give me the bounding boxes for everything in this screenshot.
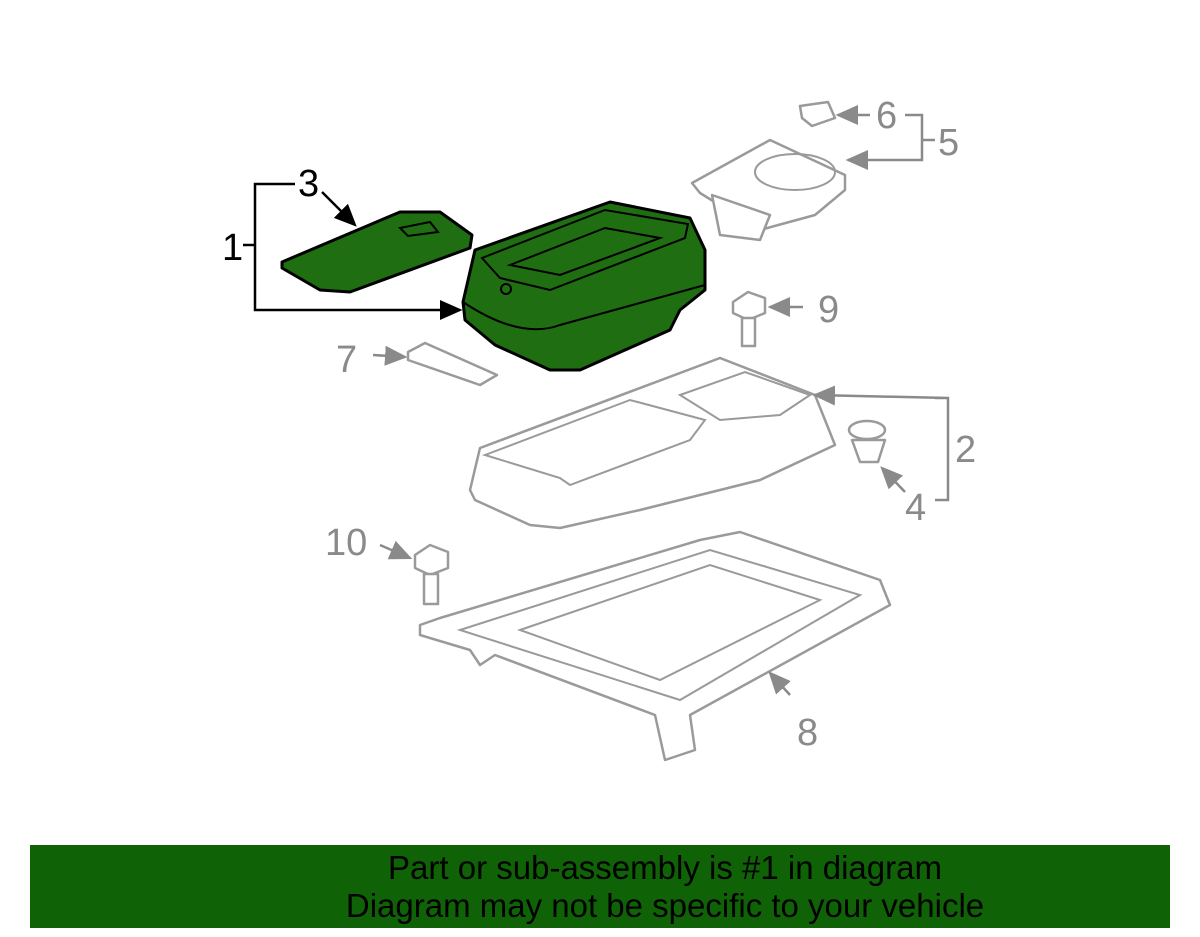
leader-3 <box>321 191 357 227</box>
leader-1 <box>253 182 463 320</box>
callout-6: 6 <box>876 95 897 137</box>
part-2-console-base[interactable] <box>468 356 837 530</box>
banner-line-1: Part or sub-assembly is #1 in diagram <box>388 849 942 886</box>
part-9-bolt[interactable] <box>731 290 767 348</box>
part-5-cupholder[interactable] <box>690 138 847 242</box>
leader-8 <box>768 671 791 696</box>
callout-7: 7 <box>336 339 357 381</box>
callout-4: 4 <box>905 487 926 529</box>
callout-9: 9 <box>818 289 839 331</box>
info-banner: Part or sub-assembly is #1 in diagram Di… <box>30 845 1170 928</box>
callout-1: 1 <box>222 227 243 269</box>
part-8-bracket[interactable] <box>418 530 892 762</box>
leader-2 <box>815 395 950 502</box>
leader-10 <box>379 540 413 560</box>
callout-3: 3 <box>298 163 319 205</box>
leader-4 <box>880 466 906 493</box>
leader-7 <box>372 345 408 366</box>
parts-diagram: 1 2 3 4 5 6 7 8 9 10 <box>222 95 976 762</box>
callout-5: 5 <box>938 122 959 164</box>
callout-10: 10 <box>325 522 367 564</box>
callout-8: 8 <box>797 712 818 754</box>
part-3-lid[interactable] <box>280 210 474 294</box>
part-10-bolt[interactable] <box>413 543 450 606</box>
leader-5 <box>845 113 924 170</box>
callout-2: 2 <box>955 429 976 471</box>
part-4-clip[interactable] <box>847 419 887 464</box>
part-7-pad[interactable] <box>406 341 499 387</box>
part-1-console-bin[interactable] <box>461 200 707 372</box>
part-6-insert[interactable] <box>798 100 837 128</box>
banner-line-2: Diagram may not be specific to your vehi… <box>345 887 985 924</box>
